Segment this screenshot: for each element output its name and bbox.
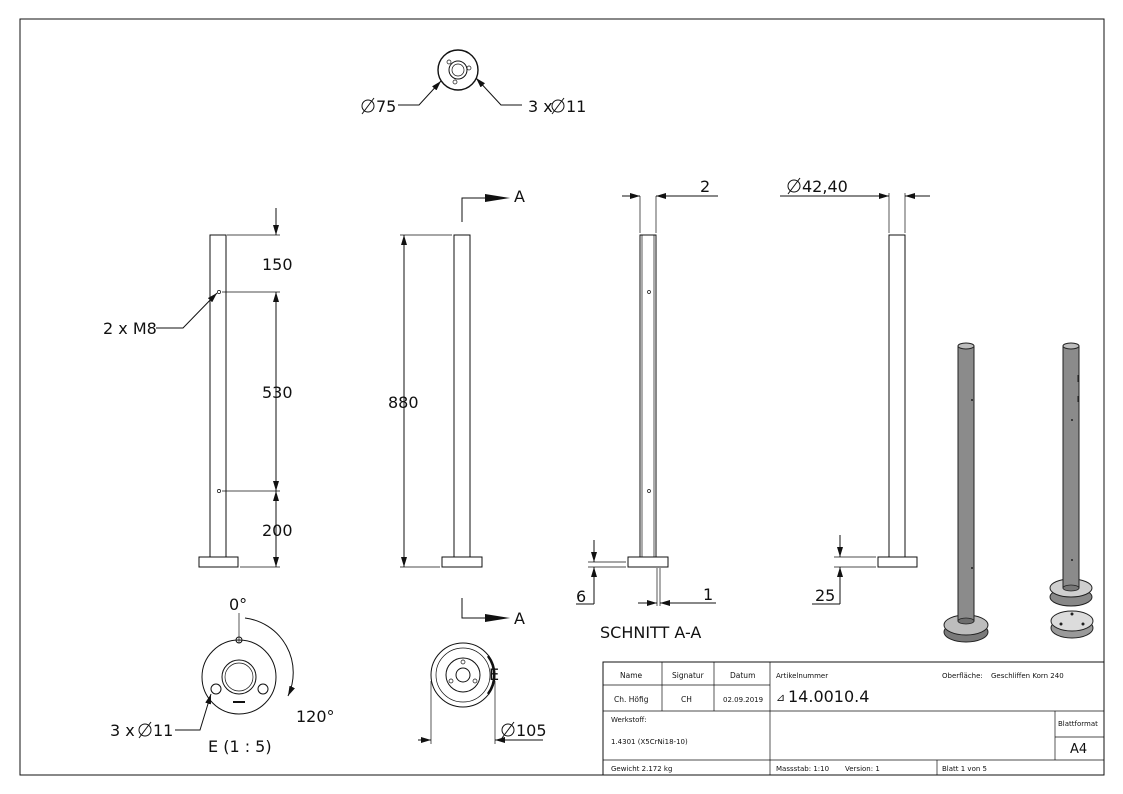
dim-tube-dia: 42,40: [802, 177, 848, 196]
tb-surface-value: Geschliffen Korn 240: [991, 672, 1064, 680]
side-view: 880 A A: [388, 187, 525, 628]
dim-wall: 2: [700, 177, 710, 196]
dim-150: 150: [262, 255, 293, 274]
tb-name: Ch. Höfig: [614, 695, 649, 704]
dim-530: 530: [262, 383, 293, 402]
detail-holes-count: 3 x: [110, 721, 135, 740]
render-post-angled: [1049, 342, 1094, 639]
base-plate-view: E 105: [418, 642, 547, 744]
tube-view: 42,40 25: [780, 177, 930, 605]
tb-article-number: 14.0010.4: [788, 687, 869, 706]
section-mark-bottom: A: [514, 609, 525, 628]
title-block: Name Signatur Datum Ch. Höfig CH 02.09.2…: [602, 661, 1105, 776]
tb-format-value: A4: [1070, 742, 1087, 757]
tb-hdr-signature: Signatur: [672, 671, 705, 680]
tb-article-prefix-icon: ⊿: [776, 691, 785, 704]
tb-article-label: Artikelnummer: [776, 672, 828, 680]
diameter-symbol-icon: [787, 177, 801, 195]
detail-marker: E: [489, 665, 499, 684]
dim-plate-25: 25: [815, 586, 835, 605]
detail-caption: E (1 : 5): [208, 737, 272, 756]
detail-e: 0° 120° 3 x 11 E (1 : 5): [110, 595, 335, 756]
tb-date: 02.09.2019: [723, 696, 763, 704]
top-dia-value: 75: [376, 97, 396, 116]
tb-material-label: Werkstoff:: [611, 716, 647, 724]
angle-120: 120°: [296, 707, 335, 726]
sheet-border: [19, 18, 1105, 776]
tb-hdr-date: Datum: [730, 671, 755, 680]
detail-holes-dia: 11: [153, 721, 173, 740]
diameter-symbol-icon: [138, 721, 152, 739]
tb-material-value: 1.4301 (X5CrNi18-10): [611, 738, 688, 746]
section-mark-top: A: [514, 187, 525, 206]
dim-gap: 1: [703, 585, 713, 604]
render-post-front: [943, 342, 989, 643]
tb-hdr-name: Name: [620, 671, 643, 680]
tb-format-label: Blattformat: [1058, 720, 1098, 728]
tb-weight: Gewicht 2.172 kg: [611, 765, 672, 773]
top-view: 75 3 x 11: [361, 49, 586, 116]
tb-scale: Massstab: 1:10: [776, 765, 829, 773]
top-holes-count: 3 x: [528, 97, 553, 116]
dim-plate-dia: 105: [516, 721, 547, 740]
angle-0: 0°: [229, 595, 247, 614]
dim-200: 200: [262, 521, 293, 540]
front-view: 150 530 200 2 x M8: [103, 208, 293, 568]
dim-plate-6: 6: [576, 587, 586, 606]
tb-sheet: Blatt 1 von 5: [942, 765, 987, 773]
section-view: 2 6 1 SCHNITT A-A: [576, 177, 718, 642]
tb-surface-label: Oberfläche:: [942, 672, 983, 680]
thread-label: 2 x M8: [103, 319, 157, 338]
dim-880: 880: [388, 393, 419, 412]
diameter-symbol-icon: [361, 97, 375, 115]
section-caption: SCHNITT A-A: [600, 623, 701, 642]
tb-version: Version: 1: [845, 765, 880, 773]
diameter-symbol-icon: [551, 97, 565, 115]
top-holes-dia: 11: [566, 97, 586, 116]
tb-signature: CH: [681, 695, 692, 704]
diameter-symbol-icon: [501, 721, 515, 739]
